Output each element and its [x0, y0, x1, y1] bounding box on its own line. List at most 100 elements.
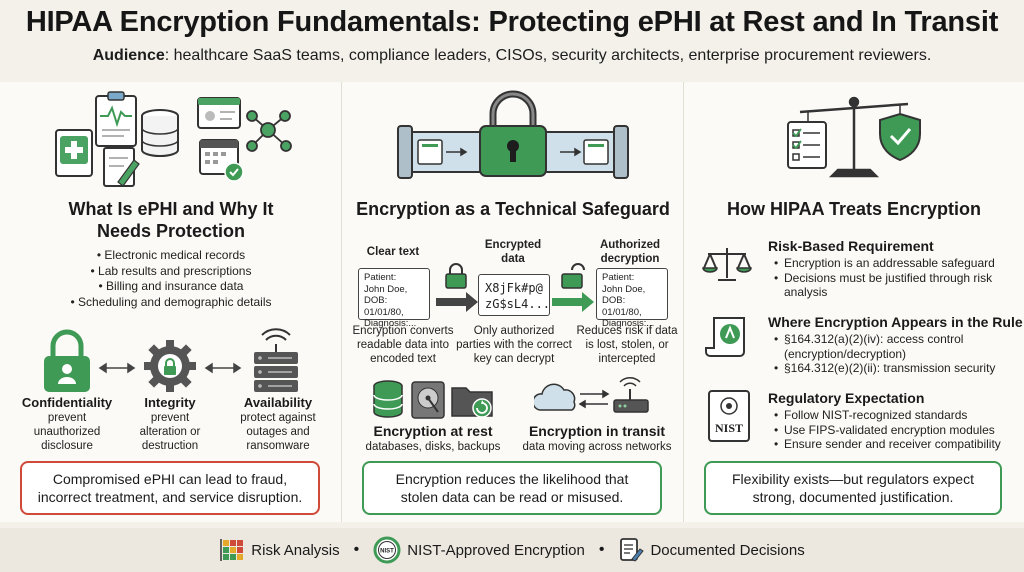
confidentiality-desc-line: unauthorized — [33, 426, 101, 438]
footer-nist-encryption: NIST NIST-Approved Encryption — [373, 536, 585, 564]
desc-line: encoded text — [370, 353, 436, 365]
record-line: Diagnosis:... — [602, 318, 655, 329]
regulatory-expectation-title: Regulatory Expectation — [768, 390, 925, 406]
reduces-risk-desc: Reduces risk if data is lost, stolen, or… — [572, 324, 682, 366]
desc-line: readable data into — [356, 339, 450, 351]
encryption-converts-desc: Encryption converts readable data into e… — [348, 324, 458, 366]
database-icon — [141, 109, 179, 157]
scale-icon — [702, 248, 752, 281]
list-item-continuation: (encryption/decryption) — [784, 346, 907, 361]
record-line: John Doe, — [602, 283, 646, 295]
availability-desc: protect against outages and ransomware — [218, 411, 338, 453]
ciphertext-box: X8jFk#p@ zG$sL4... — [478, 274, 550, 316]
database-icon — [373, 380, 403, 418]
nist-badge-icon: NIST — [373, 536, 401, 564]
integrity-desc: prevent alteration or destruction — [110, 411, 230, 453]
padlock-icon — [479, 90, 547, 177]
panel-technical-safeguard: Encryption as a Technical Safeguard Clea… — [342, 82, 684, 522]
list-item: Follow NIST-recognized standards — [774, 408, 1022, 423]
availability-title: Availability — [243, 395, 313, 410]
gear-lock-icon — [144, 340, 196, 392]
cia-triad-icons — [44, 328, 298, 392]
clipboard-ecg-icon — [95, 91, 137, 147]
encrypted-pipe-illustration — [397, 90, 629, 179]
ciphertext-line: X8jFk#p@ — [485, 281, 543, 295]
double-arrow-icon — [98, 362, 136, 374]
safeguard-callout: Encryption reduces the likelihood that s… — [362, 461, 662, 515]
document-pen-icon — [620, 538, 645, 562]
footer-documented-label: Documented Decisions — [650, 541, 805, 559]
checklist-icon — [787, 121, 827, 169]
authorized-parties-desc: Only authorized parties with the correct… — [454, 324, 574, 366]
ephi-heading: What Is ePHI and Why It Needs Protection — [0, 198, 342, 242]
confidentiality-desc-line: prevent — [47, 412, 87, 424]
audience-text: : healthcare SaaS teams, compliance lead… — [164, 47, 932, 64]
list-item: • Lab results and prescriptions — [90, 263, 252, 278]
authorized-decryption-label: Authorized decryption — [590, 238, 670, 266]
encryption-in-transit-desc: data moving across networks — [522, 441, 672, 453]
authorized-label-line: decryption — [600, 253, 660, 265]
confidentiality-desc-line: disclosure — [41, 440, 93, 452]
router-icon — [613, 377, 649, 413]
authorized-label-line: Authorized — [599, 239, 661, 251]
integrity-desc-line: prevent — [150, 412, 190, 424]
footer-risk-analysis: Risk Analysis — [219, 538, 340, 562]
desc-line: is lost, stolen, or — [585, 339, 669, 351]
desc-line: parties with the correct — [456, 339, 572, 351]
list-item: • Billing and insurance data — [98, 279, 244, 293]
decrypted-record: Patient: John Doe, DOB: 01/01/80, Diagno… — [596, 268, 668, 329]
double-arrow-icon — [204, 362, 242, 374]
regulatory-expectation-list: Follow NIST-recognized standards Use FIP… — [774, 408, 1022, 452]
list-item: Use FIPS-validated encryption modules — [774, 423, 1022, 438]
list-item: Ensure sender and receiver compatibility — [774, 437, 1022, 452]
cloud-icon — [534, 383, 576, 411]
network-nodes-icon — [246, 110, 292, 152]
ephi-callout-line: Compromised ePHI can lead to fraud, — [52, 471, 288, 487]
list-item: §164.312(e)(2)(ii): transmission securit… — [774, 361, 1022, 376]
transfer-arrows-icon — [578, 389, 610, 409]
encryption-at-rest-title: Encryption at rest — [373, 423, 493, 439]
prescription-note-icon — [103, 147, 140, 187]
risk-matrix-icon — [220, 539, 244, 561]
audience-line: Audience: healthcare SaaS teams, complia… — [0, 47, 1024, 65]
footer-separator: • — [598, 541, 605, 558]
availability-desc-line: outages and — [246, 426, 310, 438]
balance-scale-icon — [799, 96, 909, 178]
list-item: Encryption is an addressable safeguard — [774, 256, 1022, 271]
list-item: §164.312(a)(2)(iv): access control — [774, 332, 1022, 347]
list-item: • Electronic medical records — [96, 248, 246, 262]
confidentiality-title: Confidentiality — [21, 395, 113, 410]
nist-badge-text: NIST — [380, 549, 394, 555]
availability-desc-line: protect against — [240, 412, 316, 424]
ephi-heading-line-2: Needs Protection — [96, 221, 246, 241]
risk-based-list: Encryption is an addressable safeguard D… — [774, 256, 1022, 300]
hard-disk-icon — [411, 381, 445, 419]
storage-icons — [373, 380, 493, 419]
ephi-heading-line-1: What Is ePHI and Why It — [68, 199, 274, 219]
availability-desc-line: ransomware — [246, 440, 310, 452]
ephi-callout-line: incorrect treatment, and service disrupt… — [37, 489, 303, 505]
encryption-in-transit-title: Encryption in transit — [528, 423, 666, 439]
panel-ephi: What Is ePHI and Why It Needs Protection… — [0, 82, 342, 522]
desc-line: intercepted — [598, 353, 656, 365]
where-encryption-title: Where Encryption Appears in the Rule — [768, 314, 1023, 330]
confidentiality-desc: prevent unauthorized disclosure — [2, 411, 132, 453]
medical-records-illustration — [55, 91, 292, 187]
nist-document-icon: NIST — [708, 390, 750, 442]
clear-text-label: Clear text — [358, 245, 428, 259]
padlock-user-icon — [44, 329, 90, 392]
network-transit-icons — [534, 377, 649, 413]
safeguard-callout-line: stolen data can be read or misused. — [400, 489, 624, 505]
scroll-document-icon — [705, 317, 745, 357]
calendar-check-icon — [199, 139, 244, 182]
safeguard-heading: Encryption as a Technical Safeguard — [356, 199, 670, 219]
where-encryption-list: §164.312(a)(2)(iv): access control (encr… — [774, 332, 1022, 376]
footer-risk-analysis-label: Risk Analysis — [251, 541, 340, 559]
integrity-title: Integrity — [144, 395, 196, 410]
ephi-risk-callout: Compromised ePHI can lead to fraud, inco… — [20, 461, 320, 515]
record-line: Diagnosis:... — [364, 318, 417, 329]
footer-bar: Risk Analysis • NIST NIST-Approved Encry… — [0, 528, 1024, 572]
ciphertext-line: zG$sL4... — [485, 297, 551, 311]
encrypted-label-line: Encrypted — [484, 239, 542, 251]
panel-hipaa-treatment: How HIPAA Treats Encryption Risk-Based R… — [684, 82, 1024, 522]
